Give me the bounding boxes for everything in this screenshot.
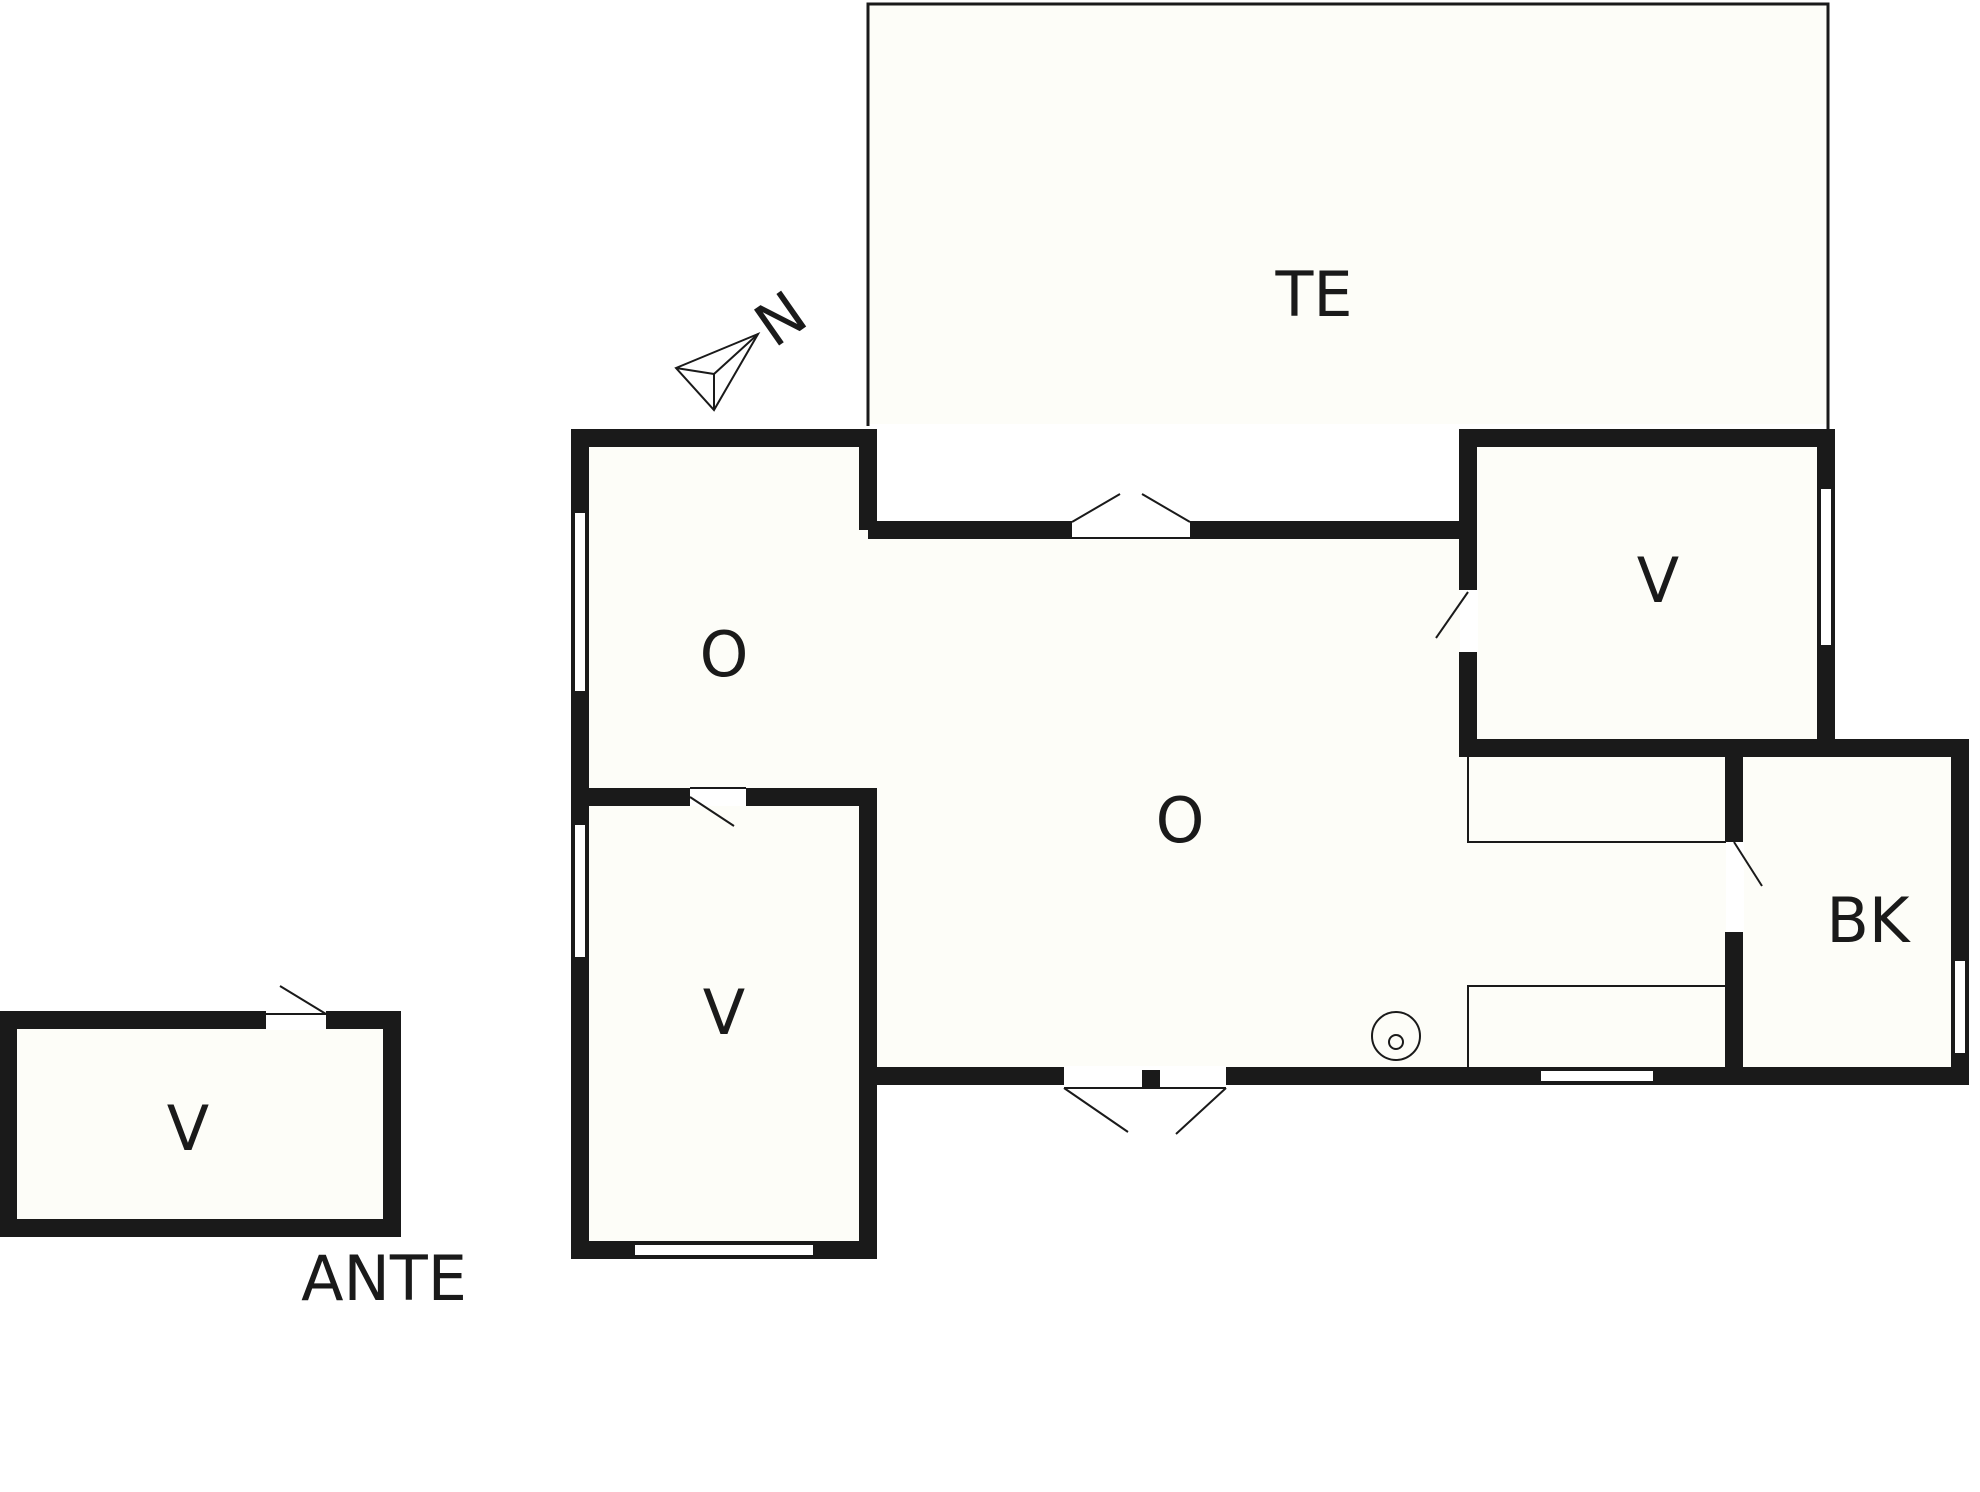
door-terrace-leaf (1071, 493, 1191, 539)
door-left-bedroom-leaf (689, 787, 746, 827)
room-labels: TE O O V V BK V ANTE (167, 258, 1911, 1315)
door-right-bedroom-leaf (1435, 591, 1469, 639)
terrace-outline (866, 2, 1830, 430)
door-right-bedroom-opening (1460, 590, 1478, 652)
window-bathroom (1954, 960, 1966, 1054)
window-right-bedroom (1820, 488, 1832, 646)
room-label-bedroom-right: V (1637, 544, 1679, 617)
main-floor (580, 438, 1960, 1244)
kitchen-counter-lower (1467, 985, 1734, 1072)
room-label-bathroom: BK (1826, 884, 1911, 957)
floor-fills (8, 4, 1960, 1244)
interior-walls (588, 530, 1826, 1076)
window-left-upper (574, 512, 586, 692)
window-bedroom-bottom (634, 1244, 814, 1256)
kitchen-counter-upper (1467, 752, 1734, 843)
windows (1, 487, 1967, 1257)
window-kitchen-bottom (1540, 1070, 1654, 1082)
annex-building-label: ANTE (301, 1242, 467, 1315)
room-label-terrace: TE (1274, 258, 1352, 331)
door-entrance-post (1142, 1070, 1160, 1088)
room-label-living-upper: O (700, 618, 749, 691)
door-bathroom-opening (1726, 842, 1744, 932)
door-annex-leaf (266, 985, 327, 1015)
room-label-annex: V (167, 1092, 209, 1165)
annex-wall (0, 1011, 401, 1237)
stove-icon (1371, 1011, 1421, 1061)
annex-floor (8, 1020, 392, 1230)
doors (266, 493, 1763, 1135)
compass-letter: N (743, 278, 820, 361)
door-bathroom-leaf (1733, 841, 1763, 887)
room-label-living-main: O (1156, 784, 1205, 857)
wall-upper-right-bedroom (1459, 530, 1826, 757)
room-label-bedroom-left: V (703, 976, 745, 1049)
door-entrance-leaves (1063, 1087, 1227, 1135)
door-left-bedroom-opening (690, 788, 746, 806)
door-terrace-opening (1072, 520, 1190, 540)
terrace-floor (868, 4, 1828, 424)
wall-left-bedroom (588, 788, 877, 1076)
window-left-lower (574, 824, 586, 958)
north-arrow-icon: N (674, 278, 820, 412)
